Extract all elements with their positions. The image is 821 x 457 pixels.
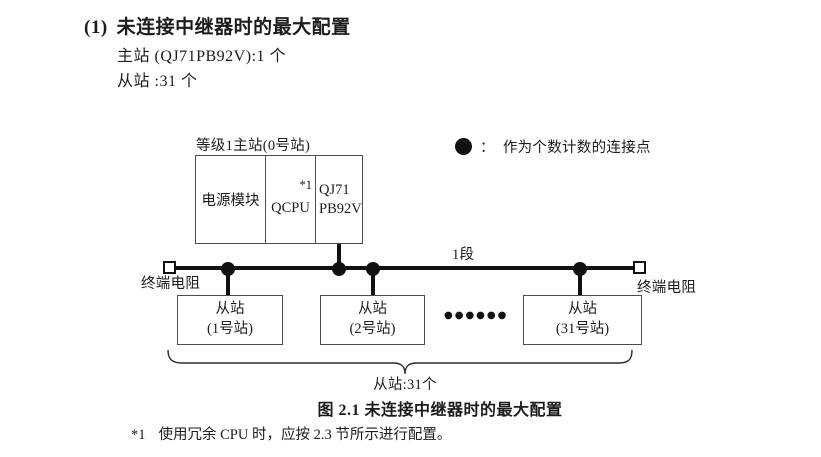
master-station-box: 电源模块 *1 QCPU QJ71 PB92V [195,155,363,244]
legend-text: 作为个数计数的连接点 [502,140,651,156]
footnote: *1 使用冗余 CPU 时，应按 2.3 节所示进行配置。 [131,423,451,444]
legend: ： 作为个数计数的连接点 [455,136,651,157]
section-title: 未连接中继器时的最大配置 [116,17,351,38]
slave2-drop-line [371,269,375,295]
footnote-text: 使用冗余 CPU 时，应按 2.3 节所示进行配置。 [158,427,452,443]
master-drop-line [337,244,341,268]
spec-slave-count: 从站 :31 个 [117,73,198,90]
section-number: (1) [84,17,108,38]
cpu-module-label: QCPU [271,200,310,216]
power-module-cell: 电源模块 [196,156,266,243]
slave31-label-line2: (31号站) [555,321,610,337]
slave-station-box-1: 从站 (1号站) [177,295,283,345]
figure-caption: 图 2.1 未连接中继器时的最大配置 [317,402,563,419]
terminating-resistor-left-label: 终端电阻 [141,276,201,292]
master-station-label: 等级1主站(0号站) [196,138,311,154]
pb92v-label-line2: PB92V [319,200,362,217]
slave2-label-line1: 从站 [358,301,387,318]
pb92v-module-cell: QJ71 PB92V [316,156,362,243]
section-heading: (1) 未连接中继器时的最大配置 [84,12,351,39]
slave1-drop-line [226,269,230,295]
terminating-resistor-right-icon [633,261,646,274]
slave1-label-line1: 从站 [215,301,245,318]
slave-station-box-31: 从站 (31号站) [523,295,642,345]
slave2-label-line2: (2号站) [349,321,396,337]
slave1-label-line2: (1号站) [207,321,253,337]
brace [167,350,633,375]
ellipsis-dots: ●●●●●● [444,310,509,321]
legend-colon: ： [480,140,495,156]
footnote-marker: *1 [131,427,146,443]
connection-point-dot [332,262,346,276]
brace-label: 从站:31个 [373,377,437,393]
pb92v-label-line1: QJ71 [319,181,350,198]
connection-point-icon [455,138,472,155]
cpu-footnote-marker: *1 [299,178,313,192]
cpu-module-cell: *1 QCPU [266,156,316,243]
terminating-resistor-left-icon [163,261,176,274]
segment-label: 1段 [452,247,475,263]
slave-station-box-2: 从站 (2号站) [320,295,425,345]
slave31-label-line1: 从站 [568,301,597,318]
spec-master-count: 主站 (QJ71PB92V):1 个 [117,48,287,65]
slave31-drop-line [578,269,582,295]
bus-line [169,266,645,270]
terminating-resistor-right-label: 终端电阻 [637,280,697,296]
